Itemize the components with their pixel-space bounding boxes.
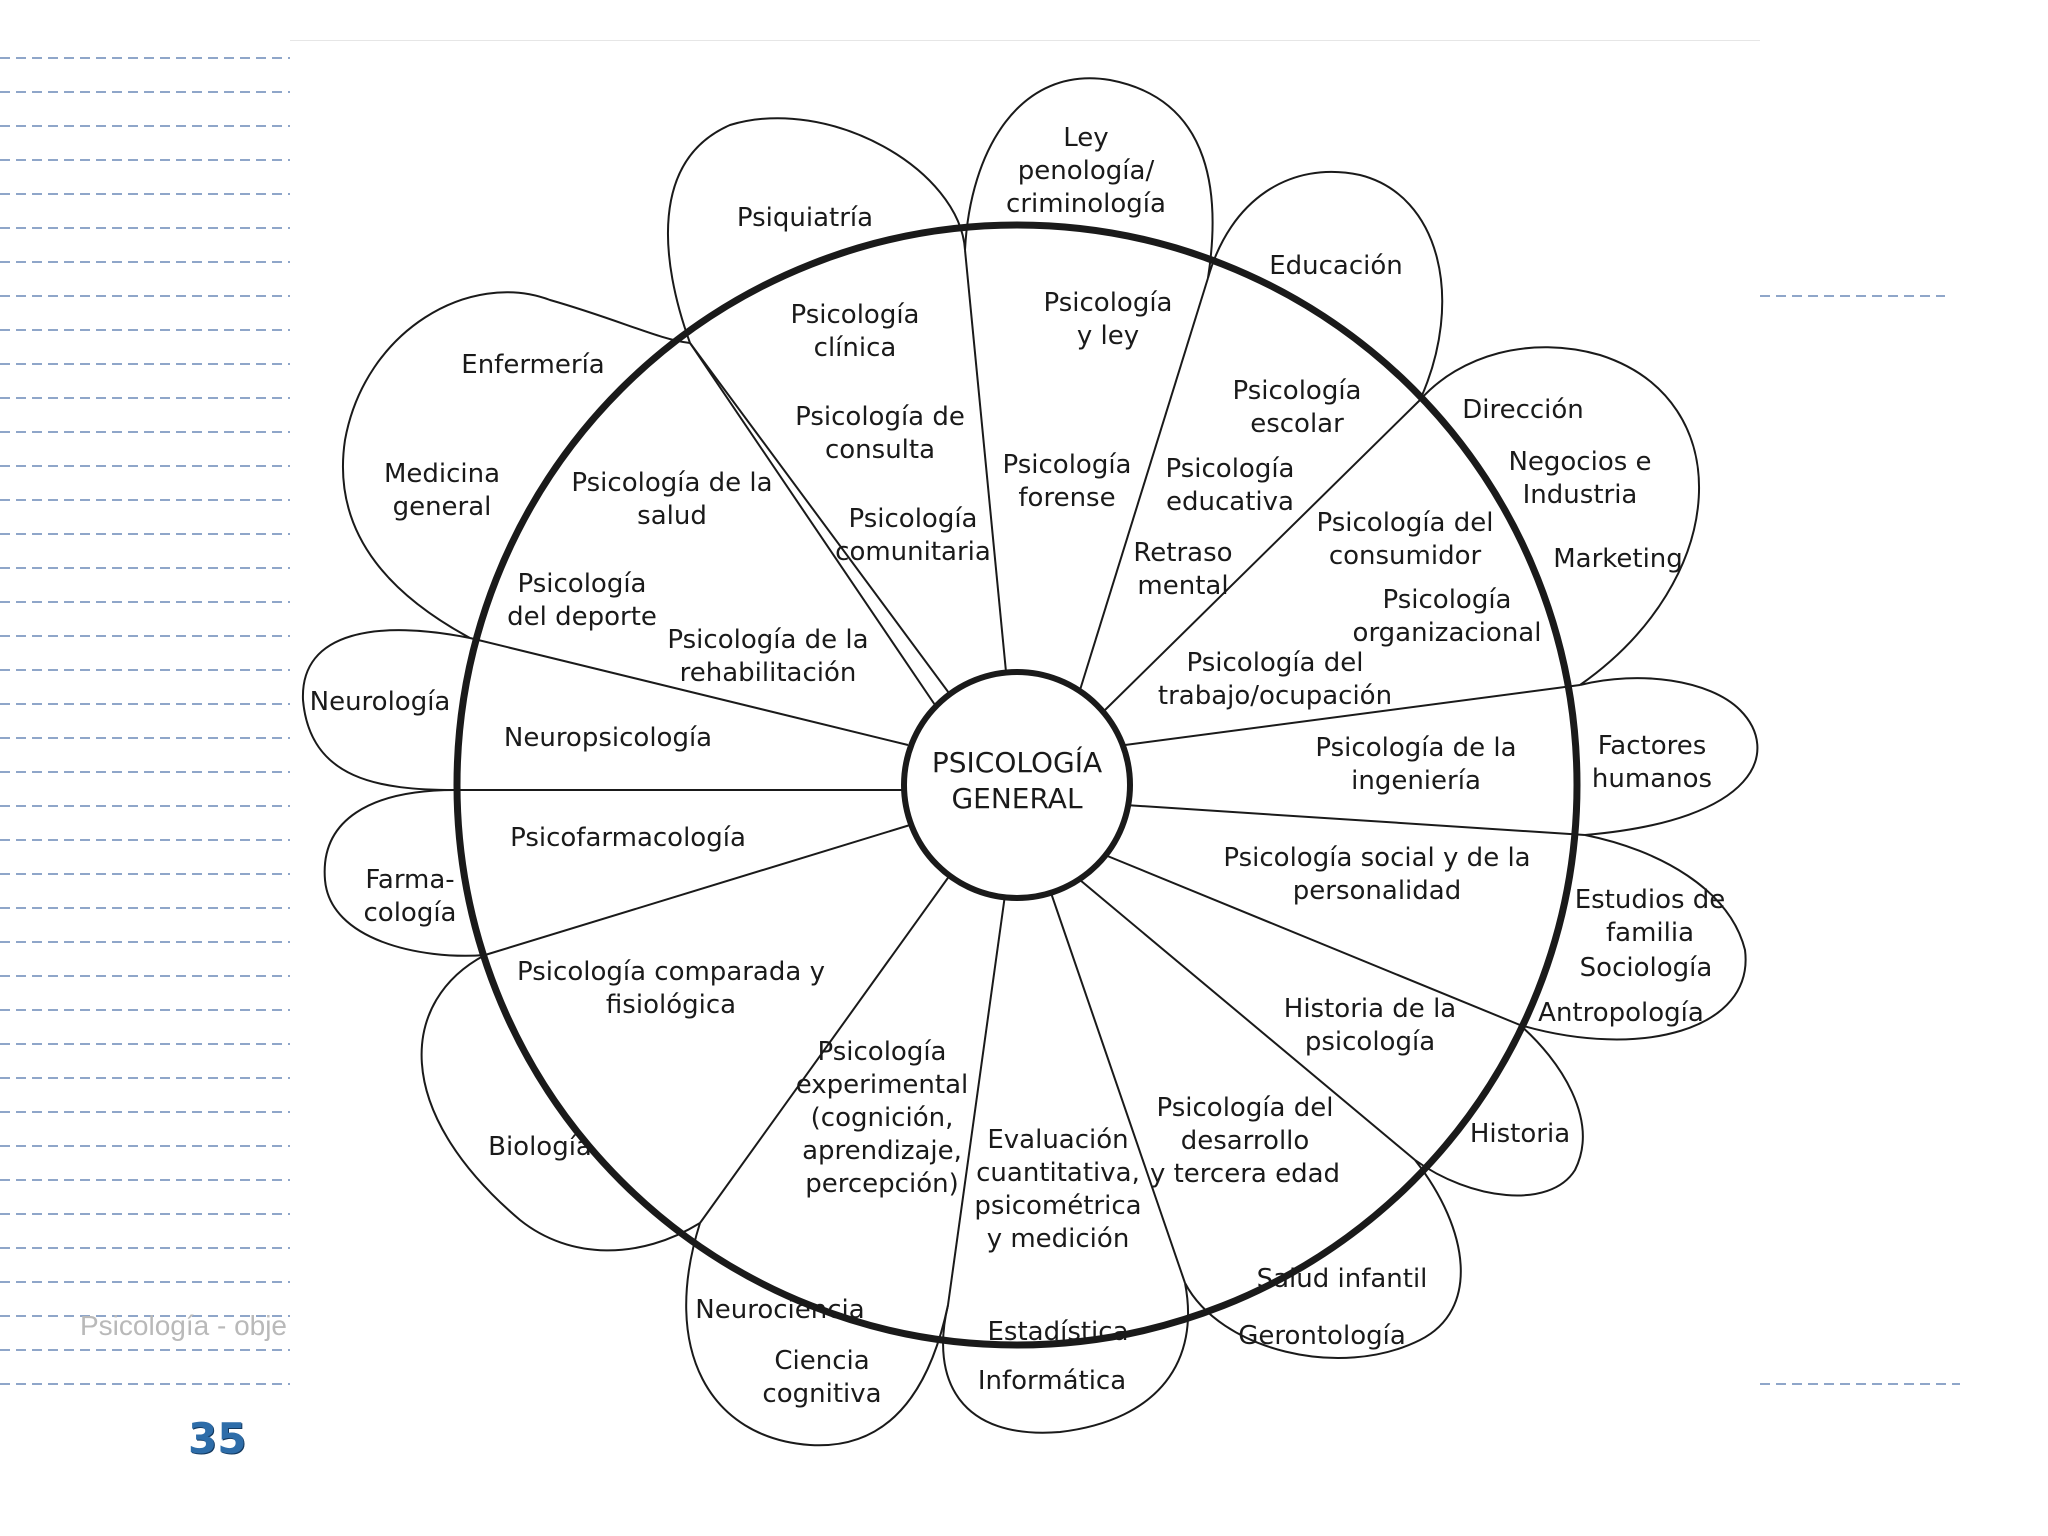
center-circle: [901, 669, 1133, 901]
discipline-informatica: Informática: [978, 1366, 1126, 1396]
discipline-salud-infantil: Salud infantil: [1257, 1264, 1428, 1294]
specialty-psicofarmacologia: Psicofarmacología: [510, 823, 746, 853]
petal-farmacologia: [323, 789, 486, 957]
discipline-farmacologia: Farma-cología: [364, 865, 457, 928]
sector-divider: [1124, 684, 1581, 746]
discipline-neurologia: Neurología: [310, 687, 451, 717]
petal-familia: [1519, 834, 1747, 1041]
discipline-sociologia: Sociología: [1580, 953, 1713, 983]
petal-biologia: [420, 954, 701, 1252]
petal-negocios: [1419, 346, 1701, 686]
sector-divider: [699, 874, 951, 1224]
discipline-educacion: Educación: [1269, 251, 1403, 281]
sector-divider: [689, 342, 936, 706]
petal-factores: [1579, 677, 1759, 836]
sector-divider: [469, 637, 909, 746]
sector-divider: [1124, 804, 1586, 836]
petal-educacion: [1207, 170, 1444, 401]
discipline-antropologia: Antropología: [1538, 998, 1704, 1028]
petal-historia: [1414, 1024, 1584, 1197]
sector-divider: [484, 824, 911, 956]
sector-divider: [947, 894, 1006, 1306]
field-circle: [453, 221, 1581, 1349]
discipline-biologia: Biología: [488, 1132, 592, 1162]
petal-psiquiatria: [667, 117, 966, 344]
petal-medicina: [342, 291, 691, 639]
discipline-estadistica: Estadística: [987, 1317, 1128, 1347]
discipline-neurociencia: Neurociencia: [695, 1295, 864, 1325]
page-number: 35: [188, 1414, 247, 1463]
discipline-marketing: Marketing: [1553, 544, 1683, 574]
petal-neurologia: [301, 629, 471, 791]
sector-divider: [1104, 854, 1521, 1026]
discipline-direccion: Dirección: [1462, 395, 1584, 425]
sector-divider: [1079, 277, 1209, 691]
petal-salud-infantil: [1184, 1159, 1462, 1359]
discipline-historia: Historia: [1470, 1119, 1570, 1149]
outer-petals: [301, 77, 1759, 1447]
petal-estadistica: [942, 1282, 1190, 1434]
discipline-gerontologia: Gerontología: [1238, 1321, 1406, 1351]
sector-divider: [1049, 889, 1186, 1284]
sector-divider: [1079, 879, 1416, 1161]
sector-divider: [1104, 399, 1421, 711]
footer-text: Psicología - obje: [80, 1310, 288, 1341]
discipline-enfermeria: Enfermería: [461, 350, 604, 380]
discipline-psiquiatria: Psiquiatría: [737, 203, 873, 233]
specialty-neuropsicologia: Neuropsicología: [504, 723, 712, 753]
